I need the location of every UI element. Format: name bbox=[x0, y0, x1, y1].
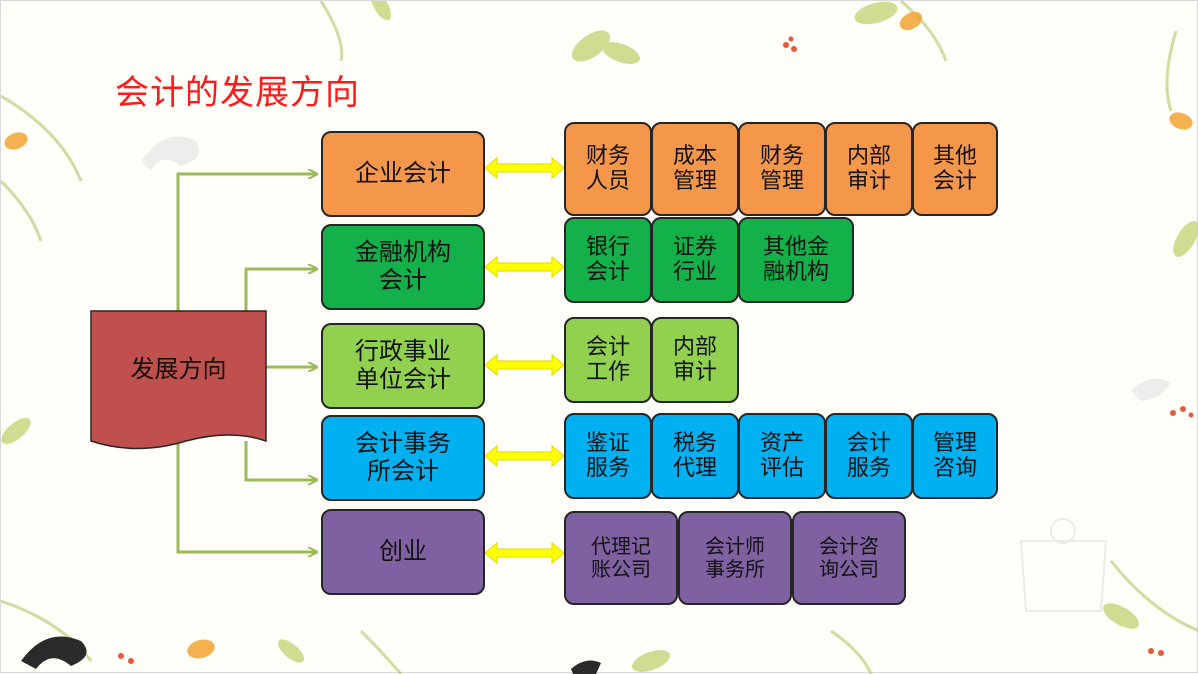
connector-row1 bbox=[176, 174, 316, 311]
double-arrow-row1 bbox=[484, 156, 565, 180]
item-accounting-firm-5: 管理 咨询 bbox=[912, 413, 998, 499]
item-enterprise-4: 内部 审计 bbox=[825, 122, 913, 216]
double-arrow-row2 bbox=[484, 255, 565, 279]
item-accounting-firm-2: 税务 代理 bbox=[651, 413, 739, 499]
slide-title: 会计的发展方向 bbox=[115, 73, 360, 113]
item-entrepreneurship-3: 会计咨 询公司 bbox=[792, 511, 906, 605]
item-financial-1: 银行 会计 bbox=[564, 217, 652, 303]
item-public-sector-1: 会计 工作 bbox=[564, 317, 652, 403]
category-accounting-firm: 会计事务 所会计 bbox=[321, 415, 485, 501]
item-financial-3: 其他金 融机构 bbox=[738, 217, 854, 303]
item-accounting-firm-4: 会计 服务 bbox=[825, 413, 913, 499]
item-enterprise-2: 成本 管理 bbox=[651, 122, 739, 216]
item-enterprise-5: 其他 会计 bbox=[912, 122, 998, 216]
double-arrow-row3 bbox=[484, 353, 565, 377]
item-public-sector-2: 内部 审计 bbox=[651, 317, 739, 403]
connector-row5 bbox=[176, 441, 316, 552]
item-accounting-firm-1: 鉴证 服务 bbox=[564, 413, 652, 499]
connector-row2 bbox=[244, 269, 316, 311]
double-arrow-row5 bbox=[484, 541, 565, 565]
double-arrow-row4 bbox=[484, 444, 565, 468]
item-entrepreneurship-2: 会计师 事务所 bbox=[678, 511, 792, 605]
category-financial: 金融机构 会计 bbox=[321, 224, 485, 310]
item-entrepreneurship-1: 代理记 账公司 bbox=[564, 511, 678, 605]
item-financial-2: 证券 行业 bbox=[651, 217, 739, 303]
category-public-sector: 行政事业 单位会计 bbox=[321, 323, 485, 409]
category-enterprise: 企业会计 bbox=[321, 131, 485, 217]
item-accounting-firm-3: 资产 评估 bbox=[738, 413, 826, 499]
item-enterprise-1: 财务 人员 bbox=[564, 122, 652, 216]
root-document-shape bbox=[90, 310, 267, 450]
category-entrepreneurship: 创业 bbox=[321, 509, 485, 595]
root-label: 发展方向 bbox=[130, 355, 227, 383]
item-enterprise-3: 财务 管理 bbox=[738, 122, 826, 216]
connector-row4 bbox=[244, 441, 316, 480]
